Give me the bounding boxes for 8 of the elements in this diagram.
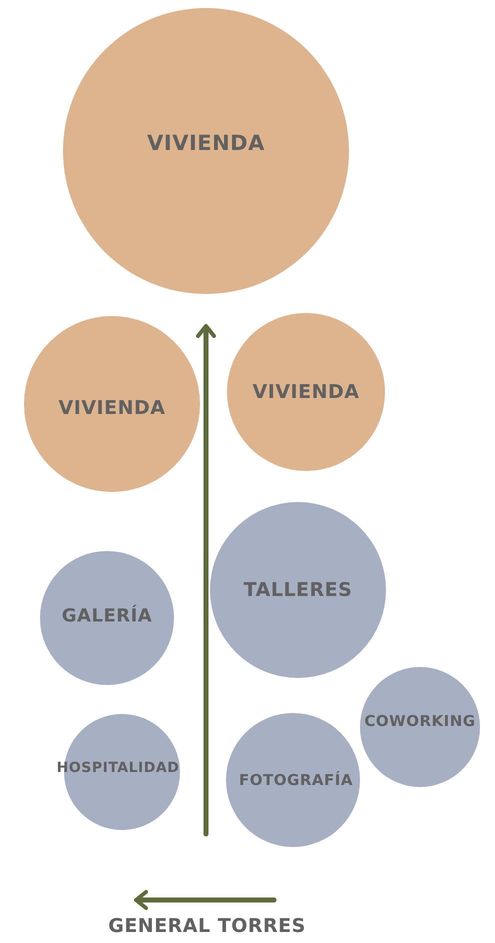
bubble-label: VIVIENDA (147, 131, 265, 155)
bubble-label: FOTOGRAFÍA (239, 771, 353, 789)
bubble-label: COWORKING (364, 712, 476, 730)
bubble-label: TALLERES (244, 579, 352, 601)
bubble-label: VIVIENDA (252, 381, 360, 403)
bubble-label: VIVIENDA (58, 397, 166, 419)
bubble-label: GALERÍA (62, 606, 152, 626)
street-label: GENERAL TORRES (108, 915, 306, 937)
